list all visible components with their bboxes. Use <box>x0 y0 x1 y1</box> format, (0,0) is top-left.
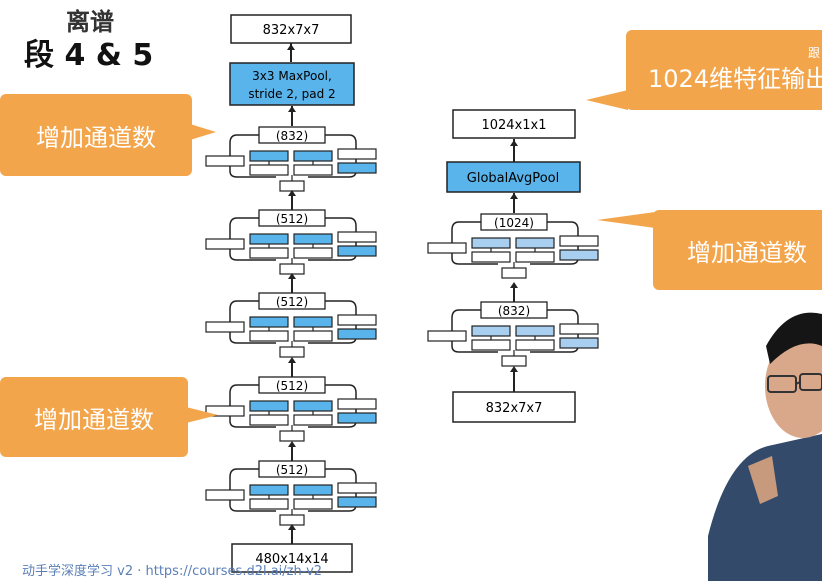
left-output-label: 832x7x7 <box>263 23 320 38</box>
callout-top-right-small: 跟 <box>807 45 820 60</box>
right-block-label: (1024) <box>494 216 534 230</box>
callout-bottom-left: 增加通道数 <box>0 377 218 457</box>
callout-top-right-text: 1024维特征输出 <box>648 64 822 93</box>
left-block-label: (512) <box>276 212 308 226</box>
callout-top-left-text: 增加通道数 <box>36 123 156 152</box>
callout-top-left: 增加通道数 <box>0 94 216 176</box>
left-block-label: (512) <box>276 463 308 477</box>
overlay-text: 离谱 <box>66 8 114 36</box>
presenter-video-image <box>708 306 822 581</box>
left-maxpool-box: 3x3 MaxPool, stride 2, pad 2 <box>229 62 355 106</box>
left-input-label: 480x14x14 <box>255 552 328 567</box>
right-globalavgpool-box: GlobalAvgPool <box>446 161 581 193</box>
right-block-label: (832) <box>498 304 530 318</box>
left-block-label: (512) <box>276 295 308 309</box>
right-inception-block: (832) <box>427 301 599 367</box>
right-inception-block: (1024) <box>427 213 599 279</box>
callout-right-mid-text: 增加通道数 <box>687 238 807 267</box>
left-maxpool-line1: 3x3 MaxPool, <box>252 69 332 83</box>
left-maxpool-line2: stride 2, pad 2 <box>248 87 335 101</box>
left-output-box: 832x7x7 <box>230 14 352 44</box>
left-block-label: (832) <box>276 129 308 143</box>
left-inception-block: (512) <box>205 376 377 442</box>
right-output-box: 1024x1x1 <box>452 109 576 139</box>
right-input-label: 832x7x7 <box>486 401 543 416</box>
left-inception-block: (832) <box>205 126 377 192</box>
left-input-box: 480x14x14 <box>231 543 353 573</box>
left-inception-block: (512) <box>205 460 377 526</box>
footer-credit: 动手学深度学习 v2 · https://courses.d2l.ai/zh-v… <box>22 564 323 579</box>
left-block-label: (512) <box>276 379 308 393</box>
callout-top-right: 跟 1024维特征输出 <box>586 30 822 110</box>
slide-title: 段 4 & 5 <box>24 38 154 73</box>
callout-right-mid: 增加通道数 <box>597 210 822 290</box>
callout-bottom-left-text: 增加通道数 <box>34 405 154 434</box>
right-input-box: 832x7x7 <box>452 391 576 423</box>
right-output-label: 1024x1x1 <box>481 118 546 133</box>
left-inception-block: (512) <box>205 209 377 275</box>
right-globalavgpool-label: GlobalAvgPool <box>467 171 559 186</box>
left-inception-block: (512) <box>205 292 377 358</box>
